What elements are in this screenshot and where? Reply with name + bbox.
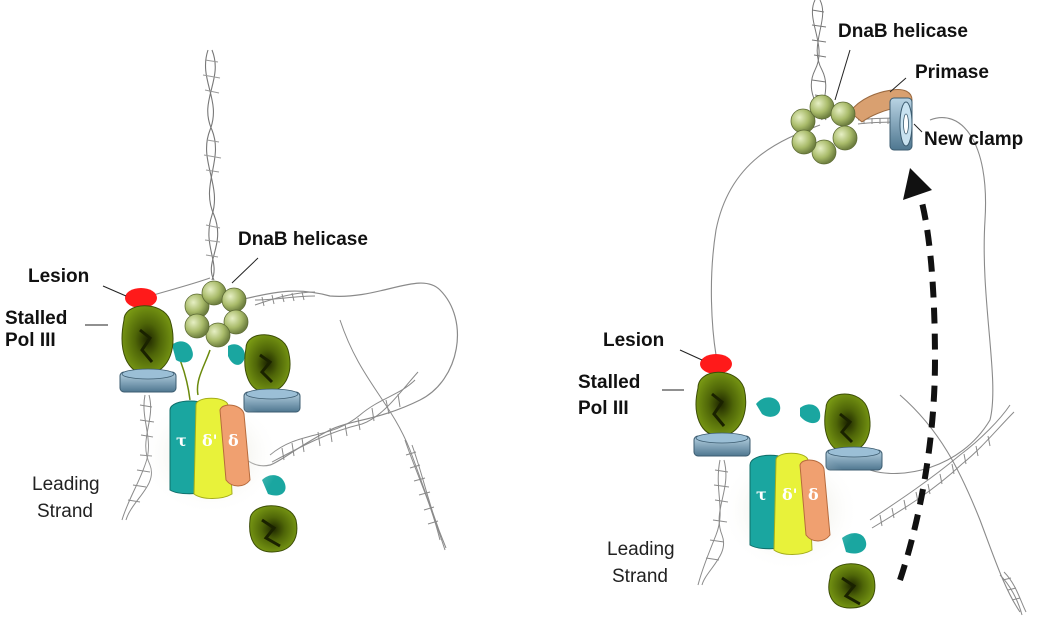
left-dnab-helicase xyxy=(184,280,249,348)
right-lesion-label: Lesion xyxy=(603,330,665,351)
left-tau-arm-2 xyxy=(228,344,245,365)
right-stalled-label-line1: Stalled xyxy=(578,372,641,393)
right-template-loop xyxy=(710,124,821,356)
left-lesion-marker xyxy=(125,288,157,308)
left-template-strand xyxy=(149,277,211,297)
left-delta-label: δ xyxy=(228,431,239,450)
right-helicase-leader xyxy=(834,49,851,101)
left-stalled-label-line1: Stalled xyxy=(5,308,68,329)
left-panel: τ δ' δ xyxy=(85,49,459,553)
right-delta-label: δ xyxy=(808,485,819,504)
right-clamp-1 xyxy=(693,432,751,457)
left-dnab-helicase-label: DnaB helicase xyxy=(238,229,368,250)
right-tau-label: τ xyxy=(756,485,767,504)
right-tau-arm-1 xyxy=(756,397,781,417)
left-stalled-label-line2: Pol III xyxy=(5,330,56,351)
left-helicase-leader xyxy=(231,257,259,284)
left-leading-strand-line2: Strand xyxy=(37,501,93,522)
right-delta-prime-label: δ' xyxy=(782,485,798,504)
right-tau-arm-2 xyxy=(800,404,821,424)
right-clamp-loading-arrow xyxy=(897,168,939,581)
right-leading-dna xyxy=(697,459,730,586)
left-clamp-2 xyxy=(243,388,301,413)
left-lesion-label: Lesion xyxy=(28,266,90,287)
right-new-clamp-label: New clamp xyxy=(924,129,1024,150)
right-lagging-duplex xyxy=(869,404,1027,616)
left-clamp-1 xyxy=(119,368,177,393)
right-stalled-pol-iii xyxy=(695,371,747,437)
right-new-clamp xyxy=(889,97,913,151)
left-delta-prime-label: δ' xyxy=(202,431,218,450)
left-free-pol-iii xyxy=(249,505,298,553)
left-lagging-pol-iii xyxy=(244,334,291,393)
right-dnab-helicase xyxy=(790,94,858,165)
left-tau-arm-1 xyxy=(172,341,193,363)
left-tau-label: τ xyxy=(176,431,187,450)
right-clamp-loader: τ δ' δ xyxy=(749,452,831,555)
right-leading-strand-line2: Strand xyxy=(612,566,668,587)
right-lesion-marker xyxy=(700,354,732,374)
right-lagging-pol-iii xyxy=(824,393,871,453)
left-trailing-dna xyxy=(339,319,447,551)
left-clamp-loader: τ δ' δ xyxy=(169,397,251,499)
right-stalled-label-line2: Pol III xyxy=(578,398,629,419)
left-lesion-leader xyxy=(102,285,127,297)
left-leading-strand-line1: Leading xyxy=(32,474,100,495)
right-dnab-helicase-label: DnaB helicase xyxy=(838,21,968,42)
left-lagging-duplex xyxy=(269,371,419,463)
left-upper-duplex xyxy=(254,291,316,307)
right-free-pol-iii xyxy=(828,563,876,609)
right-panel: τ δ' δ xyxy=(662,0,1027,616)
left-parental-dna xyxy=(202,49,222,281)
right-primase-label: Primase xyxy=(915,62,989,83)
left-stalled-pol-iii xyxy=(121,305,174,375)
right-leading-strand-line1: Leading xyxy=(607,539,675,560)
